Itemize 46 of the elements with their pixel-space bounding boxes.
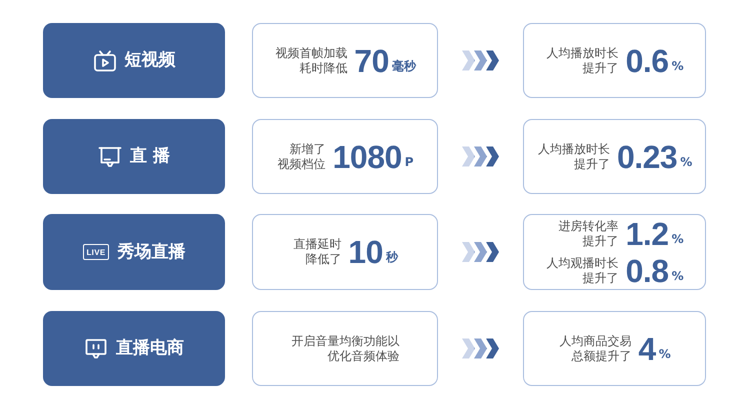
live-badge: LIVE — [82, 244, 110, 260]
metric-description: 人均商品交易总额提升了 — [558, 334, 632, 364]
metric-description: 进房转化率提升了 — [558, 218, 619, 248]
chevron-arrow — [462, 146, 499, 166]
category-title: 直 播 — [130, 146, 170, 167]
metric-value: 1.2 — [624, 218, 669, 248]
metric-unit: P — [404, 156, 414, 168]
metric-card — [252, 311, 438, 386]
metric-card — [523, 214, 706, 290]
category-title: 秀场直播 — [117, 242, 186, 262]
metric-description: 人均播放时长提升了 — [546, 46, 619, 76]
chevron-arrow — [462, 50, 499, 70]
metric-value: 70 — [353, 46, 389, 76]
metric-value: 1080 — [332, 142, 402, 172]
metric-description: 人均播放时长提升了 — [536, 142, 610, 172]
metric-description: 新增了视频档位 — [276, 142, 326, 172]
metric-card — [523, 311, 706, 386]
metric-description: 开启音量均衡功能以优化音频体验 — [290, 334, 400, 364]
category-box — [43, 23, 225, 98]
category-title: 直播电商 — [116, 338, 184, 359]
metric-value: 0.6 — [624, 46, 669, 76]
metric-unit: % — [672, 232, 684, 246]
category-box — [43, 311, 225, 386]
metric-unit: 毫秒 — [392, 60, 416, 72]
metric-value: 4 — [637, 334, 656, 364]
metric-card — [523, 119, 706, 194]
metric-description: 人均观播时长提升了 — [546, 256, 619, 286]
metric-unit: % — [658, 348, 671, 360]
metric-unit: % — [680, 156, 692, 168]
metric-card — [252, 214, 438, 290]
metric-card — [252, 23, 438, 98]
chevron-arrow — [462, 338, 499, 358]
metric-value: 0.23 — [616, 142, 678, 172]
metric-description: 视频首帧加载耗时降低 — [274, 46, 348, 76]
metric-card — [523, 23, 706, 98]
chevron-arrow — [462, 242, 499, 262]
metric-unit: % — [672, 270, 684, 282]
metric-value: 0.8 — [624, 256, 669, 286]
metric-value: 10 — [347, 237, 383, 267]
metric-unit: 秒 — [386, 251, 398, 264]
category-box — [43, 119, 225, 194]
metric-card — [252, 119, 438, 194]
category-box — [43, 214, 225, 290]
metric-unit: % — [672, 60, 684, 72]
metric-description: 直播延时降低了 — [292, 237, 342, 267]
category-title: 短视频 — [124, 50, 176, 71]
